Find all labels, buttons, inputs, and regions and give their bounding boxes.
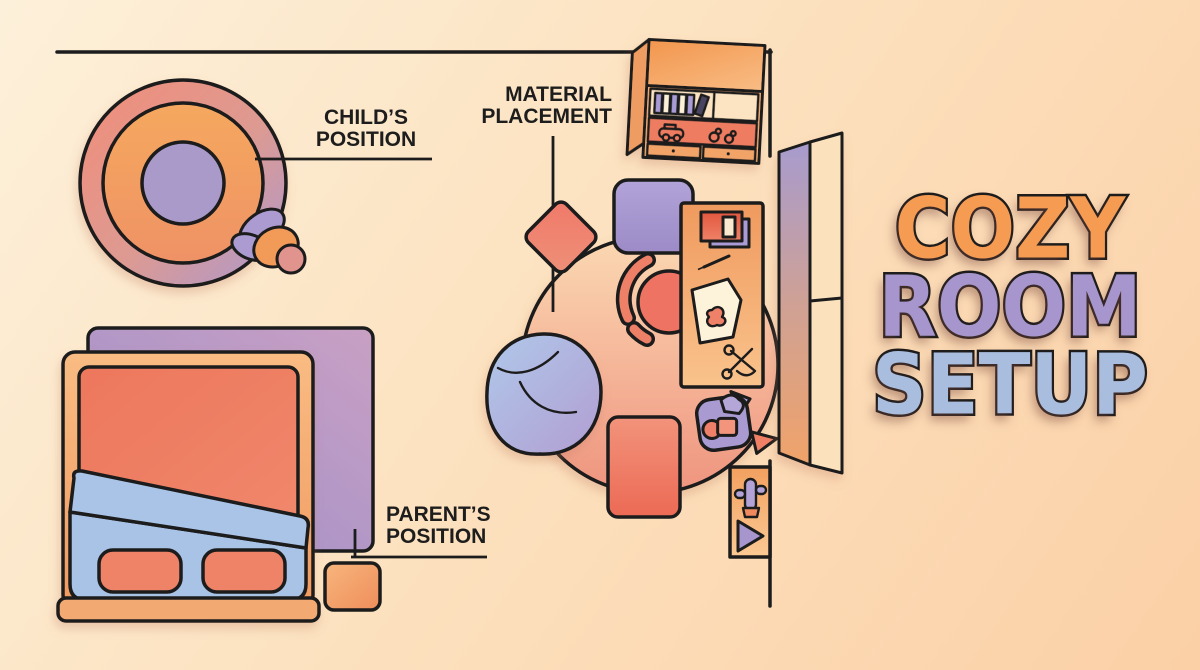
plant-cabinet xyxy=(728,465,772,559)
pillow-left xyxy=(97,548,183,594)
pillow-right xyxy=(201,548,287,594)
paper-icon xyxy=(690,277,743,345)
shelf-toys-row xyxy=(646,116,759,149)
books-icons xyxy=(653,91,716,120)
child-figure xyxy=(230,207,307,275)
material-placement-line2: PLACEMENT xyxy=(481,105,612,128)
coral-play-mat xyxy=(606,415,682,519)
child-round-rug xyxy=(78,78,288,288)
door xyxy=(777,131,844,475)
toy-wedge xyxy=(750,430,779,455)
child-head xyxy=(275,243,307,275)
child-position-label: CHILD’S POSITION xyxy=(296,107,436,151)
parent-position-label: PARENT’S POSITION xyxy=(386,504,516,548)
parent-bed xyxy=(56,350,321,623)
page-title: COZY ROOM SETUP xyxy=(860,183,1160,430)
door-frame-panel xyxy=(808,131,844,475)
pencil-icon xyxy=(697,254,731,271)
cactus-icon xyxy=(733,477,768,519)
beanbag xyxy=(485,332,603,456)
child-position-line1: CHILD’S xyxy=(324,106,408,129)
duck-toy-icon xyxy=(708,127,737,145)
door-divider xyxy=(808,296,844,303)
material-placement-line1: MATERIAL xyxy=(505,83,612,106)
toy-teapot xyxy=(719,393,745,416)
nightstand xyxy=(323,561,382,612)
child-position-line2: POSITION xyxy=(315,128,417,151)
door-leaf xyxy=(777,140,812,467)
parent-position-line2: POSITION xyxy=(386,525,487,548)
toy-basket xyxy=(694,389,779,455)
toy-car-icon xyxy=(658,123,685,143)
diamond-cushion xyxy=(524,200,598,274)
title-line-room: ROOM xyxy=(876,257,1144,356)
shelf-drawers xyxy=(645,142,757,163)
shelf-top xyxy=(645,38,767,94)
parent-position-line1: PARENT’S xyxy=(386,503,491,526)
title-line-cozy: COZY xyxy=(892,179,1127,278)
toy-block xyxy=(716,416,739,437)
beanbag-crease-1 xyxy=(496,350,560,374)
material-placement-label: MATERIAL PLACEMENT xyxy=(470,84,612,128)
play-triangle-icon xyxy=(736,519,765,553)
blanket-fold xyxy=(68,469,311,550)
title-line-setup: SETUP xyxy=(870,335,1150,434)
book-icon xyxy=(699,210,751,249)
material-shelf xyxy=(625,38,767,165)
activity-table xyxy=(679,201,765,389)
scissors-icon xyxy=(721,344,757,380)
beanbag-crease-2 xyxy=(518,380,578,414)
bed-footboard xyxy=(56,596,321,623)
